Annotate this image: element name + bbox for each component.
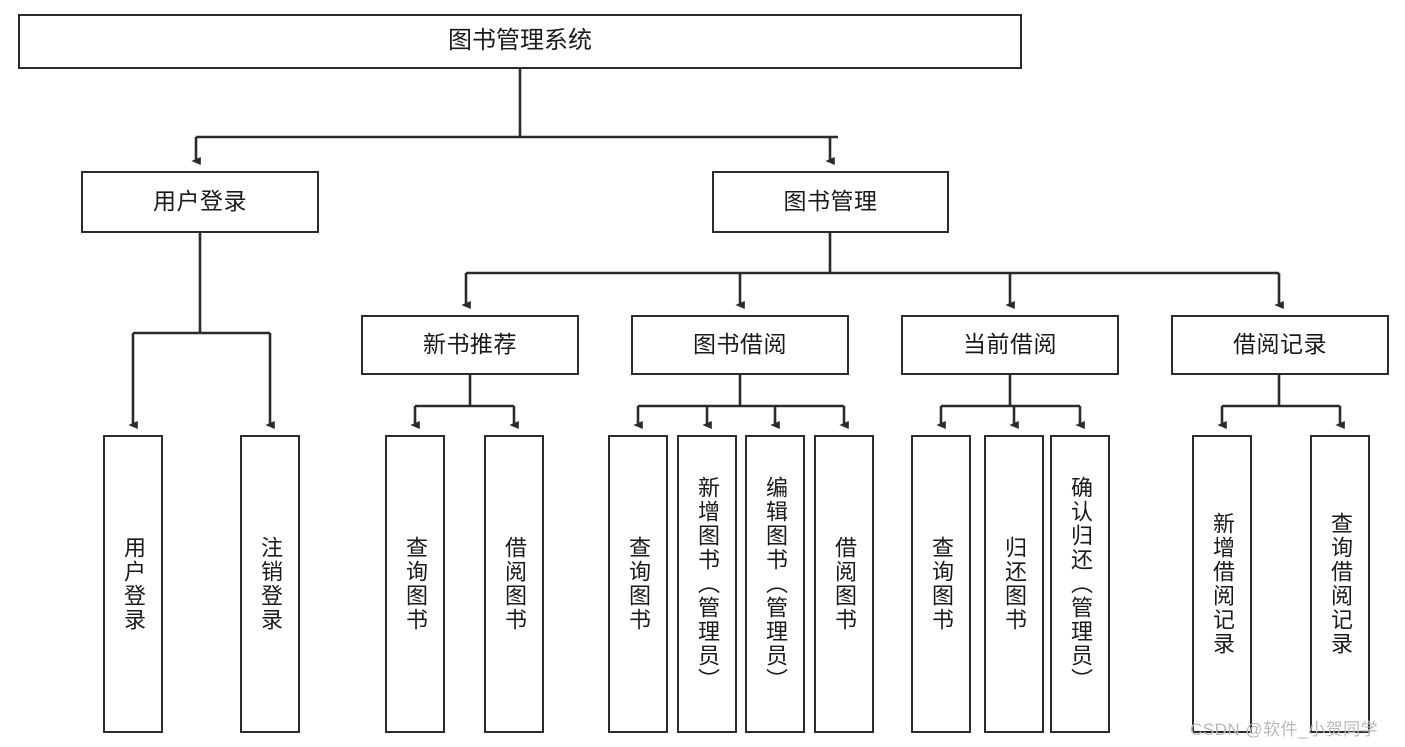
node-book-borrow-label: 图书借阅 [693, 331, 787, 358]
node-leaf-borrow-book-rec-label: 借阅图书 [502, 536, 527, 632]
node-borrow-record[interactable]: 借阅记录 [1171, 315, 1389, 375]
node-leaf-borrow-book-rec[interactable]: 借阅图书 [484, 435, 544, 733]
node-leaf-add-record[interactable]: 新增借阅记录 [1192, 435, 1252, 733]
node-leaf-borrow-book-label: 借阅图书 [832, 536, 857, 632]
node-current-borrow-label: 当前借阅 [963, 331, 1057, 358]
node-leaf-edit-book[interactable]: 编辑图书（管理员） [745, 435, 805, 733]
node-leaf-user-login[interactable]: 用户登录 [103, 435, 163, 733]
node-leaf-user-logout[interactable]: 注销登录 [240, 435, 300, 733]
node-leaf-query-record[interactable]: 查询借阅记录 [1310, 435, 1370, 733]
node-new-book-rec[interactable]: 新书推荐 [361, 315, 579, 375]
node-leaf-user-logout-label: 注销登录 [258, 536, 283, 632]
node-leaf-query-book-rec[interactable]: 查询图书 [385, 435, 445, 733]
node-root[interactable]: 图书管理系统 [18, 14, 1022, 69]
node-book-manage[interactable]: 图书管理 [712, 171, 949, 233]
node-root-label: 图书管理系统 [448, 27, 592, 55]
node-leaf-return-book-label: 归还图书 [1002, 536, 1027, 632]
node-borrow-record-label: 借阅记录 [1233, 331, 1327, 358]
node-leaf-edit-book-label: 编辑图书（管理员） [763, 476, 788, 692]
node-leaf-return-book[interactable]: 归还图书 [984, 435, 1044, 733]
node-leaf-query-book-borrow[interactable]: 查询图书 [608, 435, 668, 733]
node-leaf-confirm-return[interactable]: 确认归还（管理员） [1050, 435, 1110, 733]
node-new-book-rec-label: 新书推荐 [423, 331, 517, 358]
node-book-borrow[interactable]: 图书借阅 [631, 315, 849, 375]
node-current-borrow[interactable]: 当前借阅 [901, 315, 1119, 375]
node-user-login-label: 用户登录 [153, 188, 247, 215]
node-leaf-query-book-cur[interactable]: 查询图书 [911, 435, 971, 733]
node-leaf-query-record-label: 查询借阅记录 [1328, 512, 1353, 656]
node-leaf-add-book[interactable]: 新增图书（管理员） [677, 435, 737, 733]
csdn-watermark: CSDN @软件_小贺同学 [1190, 720, 1379, 739]
node-leaf-query-book-borrow-label: 查询图书 [626, 536, 651, 632]
node-leaf-query-book-rec-label: 查询图书 [403, 536, 428, 632]
node-leaf-query-book-cur-label: 查询图书 [929, 536, 954, 632]
node-leaf-confirm-return-label: 确认归还（管理员） [1068, 476, 1093, 692]
node-leaf-borrow-book[interactable]: 借阅图书 [814, 435, 874, 733]
node-leaf-add-record-label: 新增借阅记录 [1210, 512, 1235, 656]
node-leaf-add-book-label: 新增图书（管理员） [695, 476, 720, 692]
node-book-manage-label: 图书管理 [783, 188, 878, 215]
node-user-login[interactable]: 用户登录 [81, 171, 319, 233]
node-leaf-user-login-label: 用户登录 [121, 536, 146, 632]
